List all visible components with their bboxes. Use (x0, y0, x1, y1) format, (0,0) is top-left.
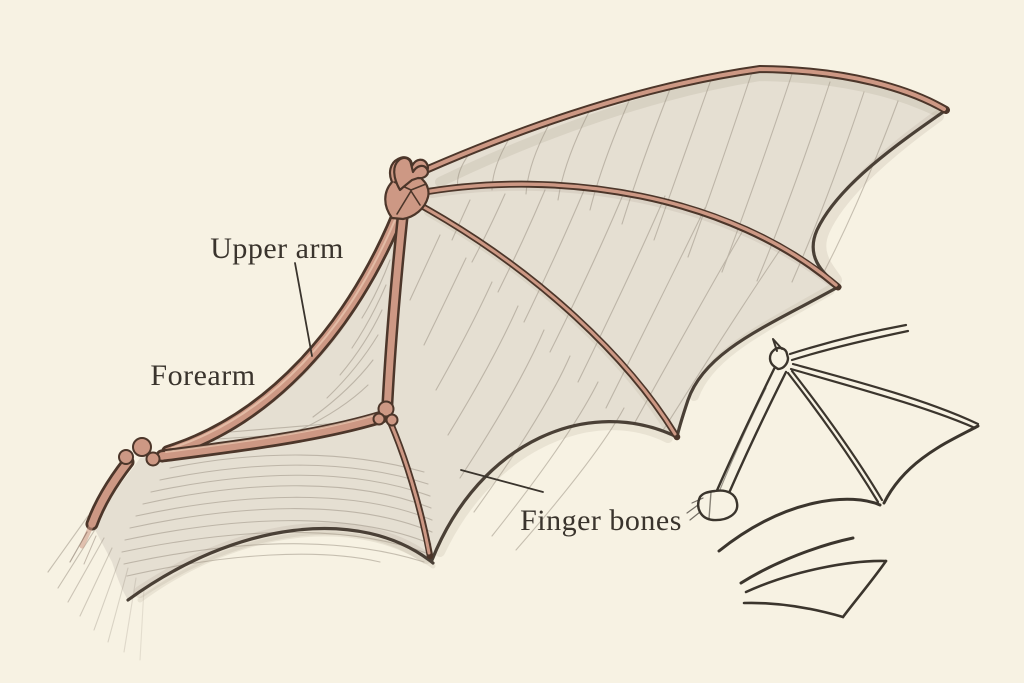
body-hatching (47, 515, 145, 661)
trailing-edge-1 (811, 108, 948, 289)
trailing-edge-4 (126, 526, 435, 602)
arm-bones (69, 207, 409, 565)
finger-bone-2 (415, 180, 842, 291)
label-forearm: Forearm (150, 359, 256, 392)
finger-bone-3 (416, 201, 681, 441)
wrist-metacarpal-bone (381, 207, 409, 418)
upper-arm-leader-line (294, 262, 313, 357)
finger-bones-leader-line (460, 469, 544, 493)
trailing-edge-2 (675, 285, 840, 439)
sketch-wrist-knob (768, 346, 790, 371)
sketch-forearm-knob (697, 489, 739, 522)
forearm-bone (155, 410, 389, 463)
wrist-joint (384, 156, 430, 221)
wing-sketch-small (686, 323, 980, 553)
label-upper-arm: Upper arm (210, 232, 344, 265)
trailing-edge-3 (430, 420, 679, 562)
thumb-claw (393, 156, 429, 192)
membrane-edges (126, 108, 948, 603)
upper-arm-bone (161, 208, 405, 459)
mid-joint (372, 400, 399, 427)
elbow-joint (118, 437, 161, 467)
finger-bone-4 (384, 413, 434, 560)
sketch-flourish (739, 536, 888, 619)
leader-lines (294, 262, 544, 493)
finger-bones-group (384, 64, 950, 560)
finger-bone-1 (408, 64, 950, 180)
membrane-panel-3 (387, 205, 677, 560)
shoulder-bone (69, 455, 135, 565)
label-finger-bones: Finger bones (520, 504, 682, 537)
